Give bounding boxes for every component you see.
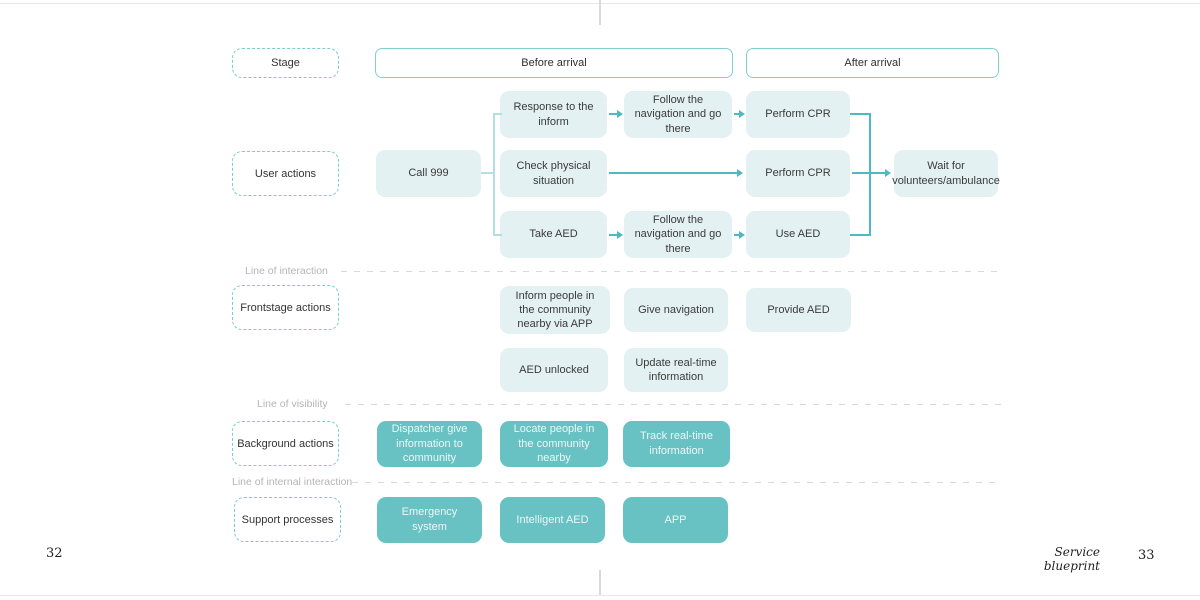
caption-service-blueprint: Service blueprint <box>1043 545 1100 573</box>
connector-merge-vertical <box>869 113 871 236</box>
box-track-realtime-label: Track real-time information <box>640 430 713 457</box>
arrow-cpr2-to-wait <box>852 169 891 177</box>
box-update-realtime: Update real-time information <box>624 348 728 392</box>
box-response-to-inform: Response to the inform <box>500 91 607 138</box>
box-call-999-label: Call 999 <box>408 167 449 180</box>
box-follow-navigation-1: Follow the navigation and go there <box>624 91 732 138</box>
box-update-realtime-label: Update real-time information <box>635 356 717 383</box>
connector-call999-branch <box>481 172 495 174</box>
box-wait-label: Wait for volunteers/ambulance <box>892 160 1000 187</box>
arrow-follow-to-cpr1 <box>734 110 745 118</box>
arrow-takeaed-to-follow <box>609 231 623 239</box>
box-track-realtime: Track real-time information <box>623 421 730 467</box>
box-perform-cpr-1-label: Perform CPR <box>765 108 831 121</box>
user-actions-label: User actions <box>254 167 317 180</box>
box-aed-unlocked: AED unlocked <box>500 348 608 392</box>
box-take-aed: Take AED <box>500 211 607 258</box>
box-check-physical-situation: Check physical situation <box>500 150 607 197</box>
box-use-aed-label: Use AED <box>775 228 821 241</box>
box-app: APP <box>623 497 728 543</box>
box-give-navigation: Give navigation <box>624 288 728 332</box>
connector-branch-bottom <box>493 234 502 236</box>
arrow-follow-to-useaed <box>734 231 745 239</box>
box-follow-navigation-1-label: Follow the navigation and go there <box>634 94 722 135</box>
box-use-aed: Use AED <box>746 211 850 258</box>
arrow-check-to-cpr2 <box>609 169 743 177</box>
box-follow-navigation-2-label: Follow the navigation and go there <box>634 214 722 255</box>
connector-cpr1-elbow <box>850 113 871 115</box>
box-locate-people-label: Locate people in the community nearby <box>513 422 595 465</box>
frontstage-label: Frontstage actions <box>240 301 331 314</box>
support-lane-box: Support processes <box>234 497 341 542</box>
box-perform-cpr-2-label: Perform CPR <box>765 167 831 180</box>
box-dispatcher: Dispatcher give information to community <box>377 421 482 467</box>
box-perform-cpr-1: Perform CPR <box>746 91 850 138</box>
user-actions-lane-box: User actions <box>232 151 339 196</box>
background-label: Background actions <box>237 437 334 450</box>
box-response-label: Response to the inform <box>513 101 594 128</box>
line-of-interaction <box>341 271 1000 272</box>
line-of-interaction-label: Line of interaction <box>245 265 328 277</box>
before-arrival-label: Before arrival <box>521 57 587 69</box>
box-aed-unlocked-label: AED unlocked <box>519 363 589 376</box>
box-emergency-system: Emergency system <box>377 497 482 543</box>
support-label: Support processes <box>241 513 334 526</box>
stage-label: Stage <box>271 57 300 69</box>
stage-label-box: Stage <box>232 48 339 78</box>
spread-divider-bottom <box>599 570 601 595</box>
box-wait-volunteers-ambulance: Wait for volunteers/ambulance <box>892 150 1000 197</box>
box-intelligent-aed: Intelligent AED <box>500 497 605 543</box>
spread-divider-top <box>599 0 601 25</box>
box-dispatcher-label: Dispatcher give information to community <box>391 422 468 465</box>
box-app-label: APP <box>664 513 687 526</box>
connector-useaed-elbow <box>850 234 871 236</box>
box-provide-aed-label: Provide AED <box>767 303 830 316</box>
after-arrival-label: After arrival <box>844 57 901 69</box>
box-follow-navigation-2: Follow the navigation and go there <box>624 211 732 258</box>
box-intelligent-aed-label: Intelligent AED <box>516 513 589 526</box>
page-number-right: 33 <box>1138 548 1155 563</box>
line-of-internal-interaction <box>352 482 1002 483</box>
arrow-response-to-follow <box>609 110 623 118</box>
after-arrival-box: After arrival <box>746 48 999 78</box>
line-of-visibility-label: Line of visibility <box>257 398 328 410</box>
connector-branch-vertical <box>493 113 495 236</box>
box-inform-people-label: Inform people in the community nearby vi… <box>515 289 595 331</box>
box-check-physical-label: Check physical situation <box>516 160 591 187</box>
connector-branch-top <box>493 113 502 115</box>
box-give-navigation-label: Give navigation <box>638 303 714 316</box>
page-bottom-border <box>0 595 1200 596</box>
box-emergency-system-label: Emergency system <box>401 506 458 533</box>
frontstage-lane-box: Frontstage actions <box>232 285 339 330</box>
line-of-visibility <box>345 404 1002 405</box>
box-inform-people: Inform people in the community nearby vi… <box>500 286 610 334</box>
line-of-internal-interaction-label: Line of internal interaction <box>232 476 353 488</box>
page-number-left: 32 <box>46 546 63 561</box>
box-take-aed-label: Take AED <box>529 228 578 241</box>
box-call-999: Call 999 <box>376 150 481 197</box>
box-perform-cpr-2: Perform CPR <box>746 150 850 197</box>
before-arrival-box: Before arrival <box>375 48 733 78</box>
box-locate-people: Locate people in the community nearby <box>500 421 608 467</box>
background-lane-box: Background actions <box>232 421 339 466</box>
box-provide-aed: Provide AED <box>746 288 851 332</box>
